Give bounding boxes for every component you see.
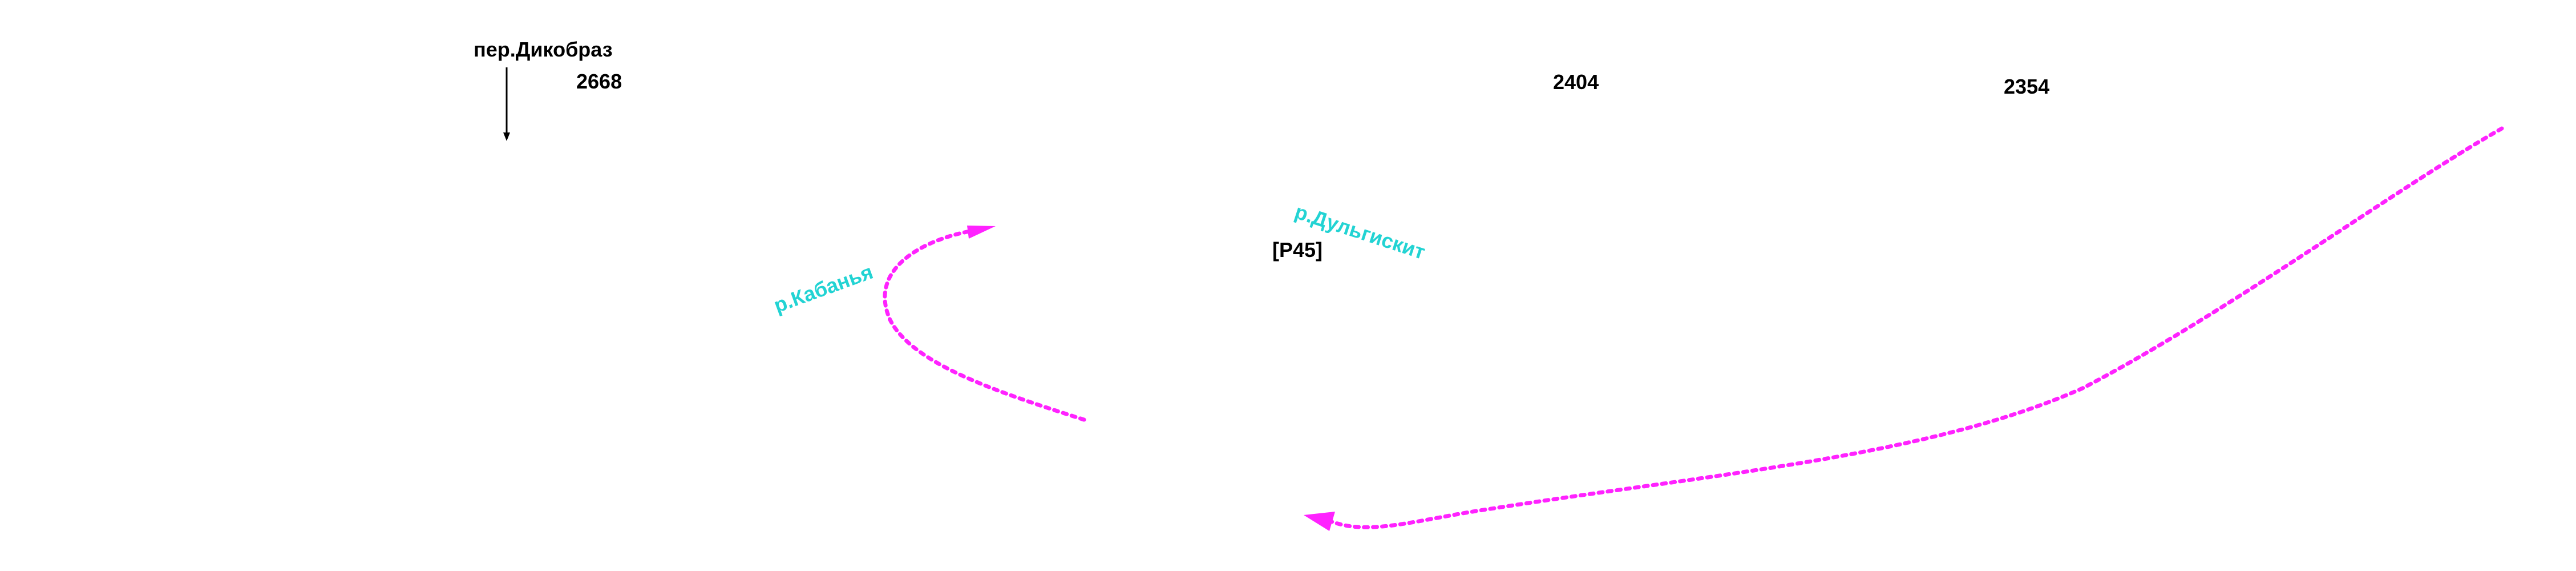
waypoint-marker-label: [P45] [1272,238,1323,262]
elevation-label-3: 2354 [2004,75,2049,98]
elevation-label-1: 2668 [576,70,622,93]
elevation-label-2: 2404 [1553,70,1599,94]
pass-label: пер.Дикобраз [474,38,613,61]
river-label-kabanya: р.Кабанья [771,260,876,317]
route-segment-1 [883,226,1086,422]
route-arrowhead-2 [1304,512,1335,531]
route-segment-2 [1304,126,2504,531]
pass-arrow [503,67,510,141]
route-arrowhead-1 [967,226,996,239]
